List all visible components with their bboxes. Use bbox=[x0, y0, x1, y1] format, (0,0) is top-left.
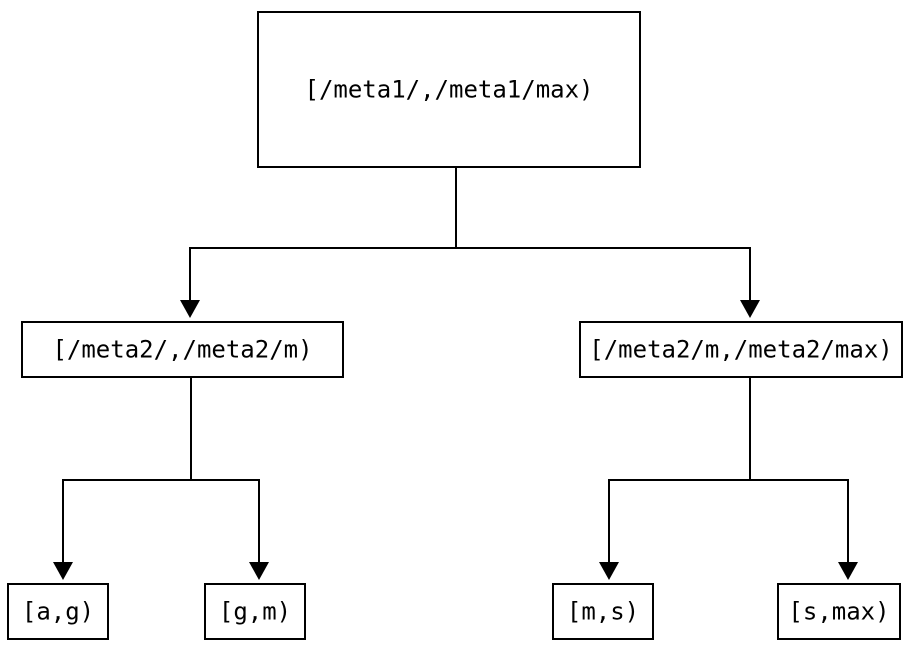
tree-node-leaf-s-max[interactable]: [s,max) bbox=[777, 583, 901, 640]
arrowhead-icon bbox=[599, 562, 619, 580]
node-box bbox=[204, 583, 306, 640]
edge-path bbox=[749, 377, 849, 562]
edge-root-mid-right bbox=[455, 167, 760, 318]
node-box bbox=[21, 321, 344, 378]
node-label: [/meta2/,/meta2/m) bbox=[52, 336, 312, 364]
edge-path bbox=[189, 167, 457, 300]
node-label: [/meta2/m,/meta2/max) bbox=[589, 336, 892, 364]
edges-layer bbox=[53, 167, 858, 580]
edge-mid-right-leaf-s-max bbox=[749, 377, 858, 580]
node-box bbox=[7, 583, 109, 640]
node-label: [s,max) bbox=[788, 598, 889, 626]
edge-root-mid-left bbox=[180, 167, 457, 318]
tree-node-leaf-m-s[interactable]: [m,s) bbox=[552, 583, 654, 640]
edge-mid-left-leaf-g-m bbox=[190, 377, 269, 580]
edge-path bbox=[608, 377, 751, 562]
tree-node-leaf-a-g[interactable]: [a,g) bbox=[7, 583, 109, 640]
edge-path bbox=[62, 377, 192, 562]
node-label: [/meta1/,/meta1/max) bbox=[305, 76, 594, 104]
arrowhead-icon bbox=[53, 562, 73, 580]
arrowhead-icon bbox=[249, 562, 269, 580]
node-box bbox=[257, 11, 641, 168]
tree-node-mid-right[interactable]: [/meta2/m,/meta2/max) bbox=[579, 321, 903, 378]
node-label: [g,m) bbox=[219, 598, 291, 626]
arrowhead-icon bbox=[180, 300, 200, 318]
tree-node-mid-left[interactable]: [/meta2/,/meta2/m) bbox=[21, 321, 344, 378]
node-box bbox=[552, 583, 654, 640]
arrowhead-icon bbox=[838, 562, 858, 580]
edge-mid-left-leaf-a-g bbox=[53, 377, 192, 580]
arrowhead-icon bbox=[740, 300, 760, 318]
tree-node-leaf-g-m[interactable]: [g,m) bbox=[204, 583, 306, 640]
node-box bbox=[579, 321, 903, 378]
tree-node-root[interactable]: [/meta1/,/meta1/max) bbox=[257, 11, 641, 168]
nodes-layer: [/meta1/,/meta1/max) [/meta2/,/meta2/m) [/… bbox=[7, 11, 903, 640]
edge-path bbox=[455, 167, 751, 300]
node-label: [a,g) bbox=[22, 598, 94, 626]
edge-mid-right-leaf-m-s bbox=[599, 377, 751, 580]
node-label: [m,s) bbox=[567, 598, 639, 626]
edge-path bbox=[190, 377, 260, 562]
node-box bbox=[777, 583, 901, 640]
